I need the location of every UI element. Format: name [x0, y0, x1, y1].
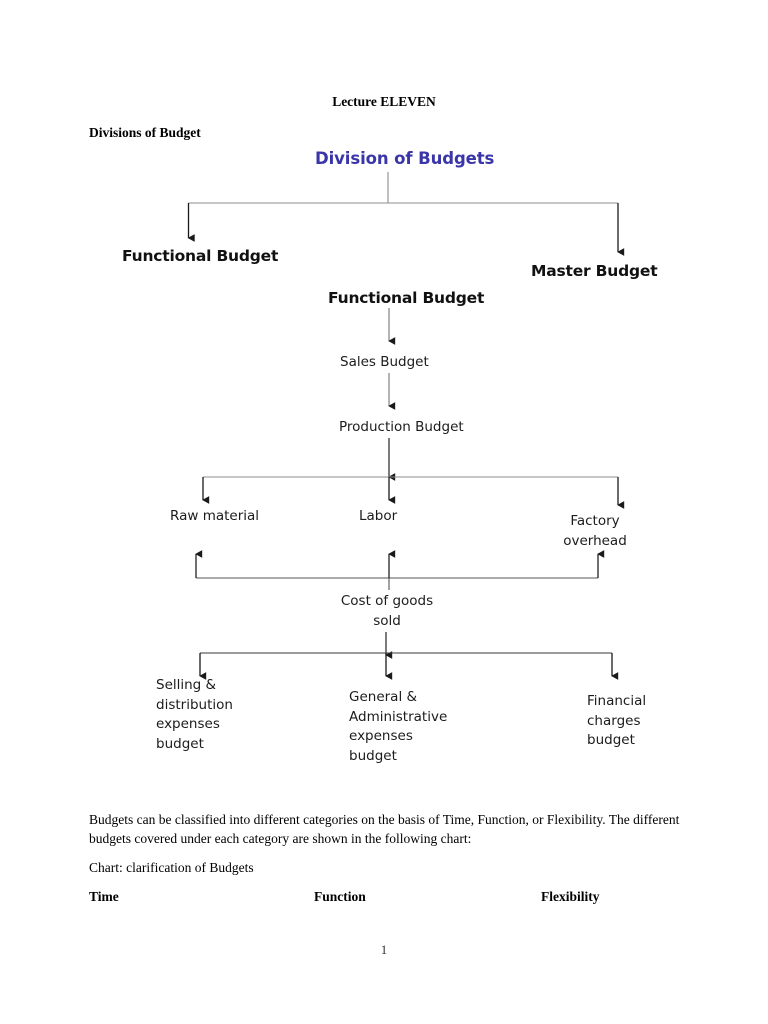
- node-raw-material: Raw material: [170, 508, 260, 524]
- lecture-title: Lecture ELEVEN: [332, 94, 436, 109]
- node-production-budget: Production Budget: [339, 419, 464, 435]
- node-general-line-1: General &: [349, 689, 418, 705]
- node-general-line-3: expenses: [349, 728, 413, 744]
- section-heading: Divisions of Budget: [89, 125, 201, 140]
- node-cost-of-goods-sold-line-2: sold: [373, 612, 401, 629]
- node-cost-of-goods-sold-line-1: Cost of goods: [340, 593, 434, 609]
- node-selling-line-2: distribution: [156, 696, 233, 713]
- column-header-flexibility: Flexibility: [541, 889, 600, 904]
- node-sales-budget: Sales Budget: [340, 354, 429, 370]
- column-header-time: Time: [89, 889, 119, 904]
- node-master-budget: Master Budget: [531, 262, 658, 280]
- node-general-administrative-expenses-budget: General & Administrative expenses budget: [349, 688, 509, 766]
- node-selling-distribution-expenses-budget: Selling & distribution expenses budget: [156, 676, 306, 754]
- node-selling-line-4: budget: [156, 735, 204, 752]
- chart-one-lines: [188, 172, 618, 204]
- final-split-arrows: [199, 653, 619, 680]
- node-general-line-4: budget: [349, 747, 397, 764]
- node-factory-overhead: Factory overhead: [544, 512, 646, 551]
- column-header-function: Function: [314, 889, 366, 904]
- body-paragraph: Budgets can be classified into different…: [89, 812, 680, 846]
- node-cost-of-goods-sold: Cost of goods sold: [323, 592, 451, 631]
- node-selling-line-1: Selling &: [156, 677, 217, 693]
- node-financial-line-1: Financial: [587, 693, 647, 709]
- node-selling-line-3: expenses: [156, 716, 220, 732]
- converge-up-arrows: [195, 550, 605, 578]
- node-labor: Labor: [359, 508, 398, 524]
- node-factory-overhead-line-1: Factory: [570, 513, 620, 529]
- node-financial-line-3: budget: [587, 732, 635, 748]
- chart-one-title: Division of Budgets: [315, 149, 495, 168]
- node-financial-line-2: charges: [587, 712, 641, 729]
- page-number: 1: [380, 943, 388, 957]
- node-financial-charges-budget: Financial charges budget: [587, 692, 717, 751]
- node-functional-budget-branch: Functional Budget: [122, 247, 279, 265]
- chart-one-arrows: [187, 203, 625, 256]
- converge-up-lines: [196, 577, 598, 590]
- chart-two-title: Functional Budget: [328, 289, 485, 307]
- node-factory-overhead-line-2: overhead: [563, 532, 627, 549]
- chart-caption: Chart: clarification of Budgets: [89, 860, 254, 875]
- node-general-line-2: Administrative: [349, 708, 448, 725]
